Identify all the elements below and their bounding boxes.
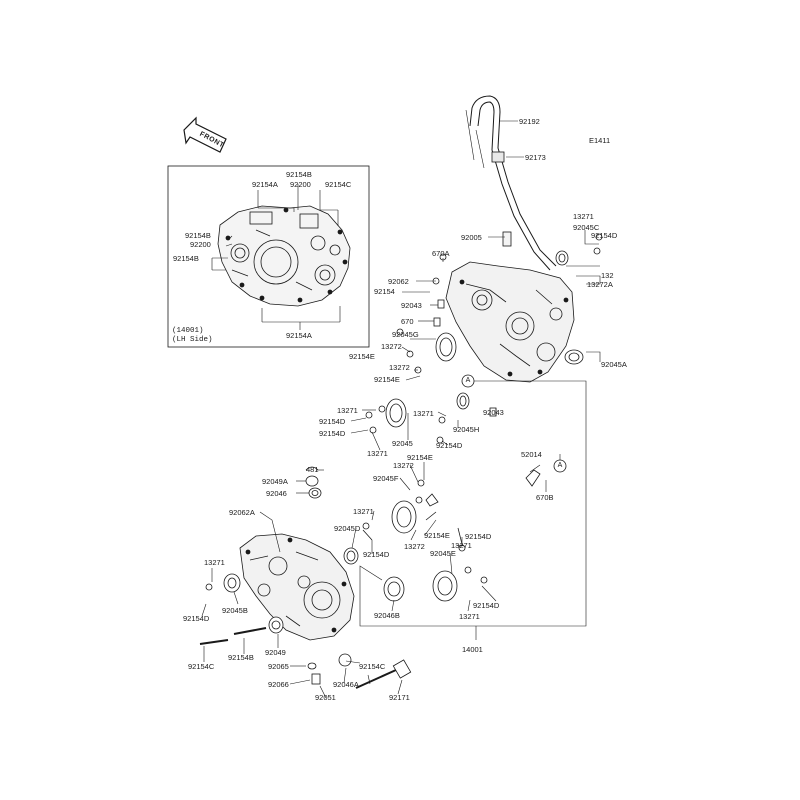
inset-part-label: 92200: [190, 240, 211, 249]
part-label: 92049A: [262, 477, 288, 486]
leader-lines: [201, 120, 601, 699]
part-label: 670: [401, 317, 414, 326]
part-label: 92005: [461, 233, 482, 242]
part-label: 13271: [413, 409, 434, 418]
part-label: 13271: [459, 612, 480, 621]
diagram-code: E1411: [589, 136, 611, 145]
part-label: 92046B: [374, 611, 400, 620]
part-label: 13271: [573, 212, 594, 221]
callout-a-label-1: A: [465, 377, 471, 384]
part-label: 92045E: [430, 549, 456, 558]
part-label: 92171: [389, 693, 410, 702]
inset-leader-lines: [211, 184, 341, 330]
part-label: 92065: [268, 662, 289, 671]
inset-part-label: 92154B: [286, 170, 312, 179]
part-label: 92045C: [573, 223, 600, 232]
part-label: 92045F: [373, 474, 399, 483]
part-label: 92154D: [465, 532, 492, 541]
part-label: 92066: [268, 680, 289, 689]
part-label: 14001: [462, 645, 483, 654]
part-label: 92062A: [229, 508, 255, 517]
part-label: 670B: [536, 493, 554, 502]
part-label: 13272: [389, 363, 410, 372]
part-label: 92154B: [228, 653, 254, 662]
part-label: 92154D: [319, 429, 346, 438]
part-label: 92045G: [392, 330, 419, 339]
inset-title-line1: (14001): [172, 327, 204, 335]
lh-crankcase-drawing: [239, 533, 355, 641]
part-label: 92049: [265, 648, 286, 657]
part-label: 13272: [404, 542, 425, 551]
part-label: 92043: [483, 408, 504, 417]
part-label: 92173: [525, 153, 546, 162]
part-label: 13272: [381, 342, 402, 351]
inset-title-line2: (LH Side): [172, 336, 213, 344]
part-label: 92154E: [407, 453, 433, 462]
part-label: 13271: [337, 406, 358, 415]
part-label: 92046: [266, 489, 287, 498]
part-label: 92154D: [473, 601, 500, 610]
part-label: 13271: [367, 449, 388, 458]
bolts: [199, 511, 463, 689]
part-label: 92045H: [453, 425, 480, 434]
part-label: 52014: [521, 450, 542, 459]
callout-a-label-2: A: [557, 462, 563, 469]
part-label: 132: [601, 271, 614, 280]
lh-side-inset-frame: [167, 165, 370, 348]
part-label: 13272A: [587, 280, 613, 289]
part-label: 670A: [432, 249, 450, 258]
dowels-and-pins: [205, 233, 603, 591]
part-label: 92154E: [374, 375, 400, 384]
part-label: 92062: [388, 277, 409, 286]
inset-part-label: 92154A: [252, 180, 278, 189]
part-label: 92154D: [436, 441, 463, 450]
lh-crankcase-inset-drawing: [217, 205, 351, 307]
part-label: 92154D: [183, 614, 210, 623]
part-label: 92154E: [349, 352, 375, 361]
part-label: 92045A: [601, 360, 627, 369]
inset-part-label: 92200: [290, 180, 311, 189]
part-label: 481: [306, 465, 319, 474]
inset-part-label: 92154B: [173, 254, 199, 263]
part-label: 92154D: [591, 231, 618, 240]
breather-hose-drawing: [465, 95, 557, 271]
part-label: 92043: [401, 301, 422, 310]
part-label: 92154C: [188, 662, 215, 671]
part-label: 92192: [519, 117, 540, 126]
inset-part-label: 92154C: [325, 180, 352, 189]
part-label: 92045D: [334, 524, 361, 533]
part-label: 92154: [374, 287, 395, 296]
rh-crankcase-drawing: [445, 261, 575, 383]
bearings-and-seals: [223, 250, 584, 670]
part-label: 92154C: [359, 662, 386, 671]
part-label: 92154D: [363, 550, 390, 559]
part-label: 92051: [315, 693, 336, 702]
part-label: 13271: [204, 558, 225, 567]
part-label: 13272: [393, 461, 414, 470]
part-label: 92045: [392, 439, 413, 448]
part-label: 92046A: [333, 680, 359, 689]
part-label: 13271: [451, 541, 472, 550]
part-label: 92154E: [424, 531, 450, 540]
part-label: 13271: [353, 507, 374, 516]
inset-part-label: 92154A: [286, 331, 312, 340]
front-arrow-icon: FRONT: [183, 116, 227, 153]
part-label: 92154D: [319, 417, 346, 426]
inset-part-label: 92154B: [185, 231, 211, 240]
part-label: 92045B: [222, 606, 248, 615]
